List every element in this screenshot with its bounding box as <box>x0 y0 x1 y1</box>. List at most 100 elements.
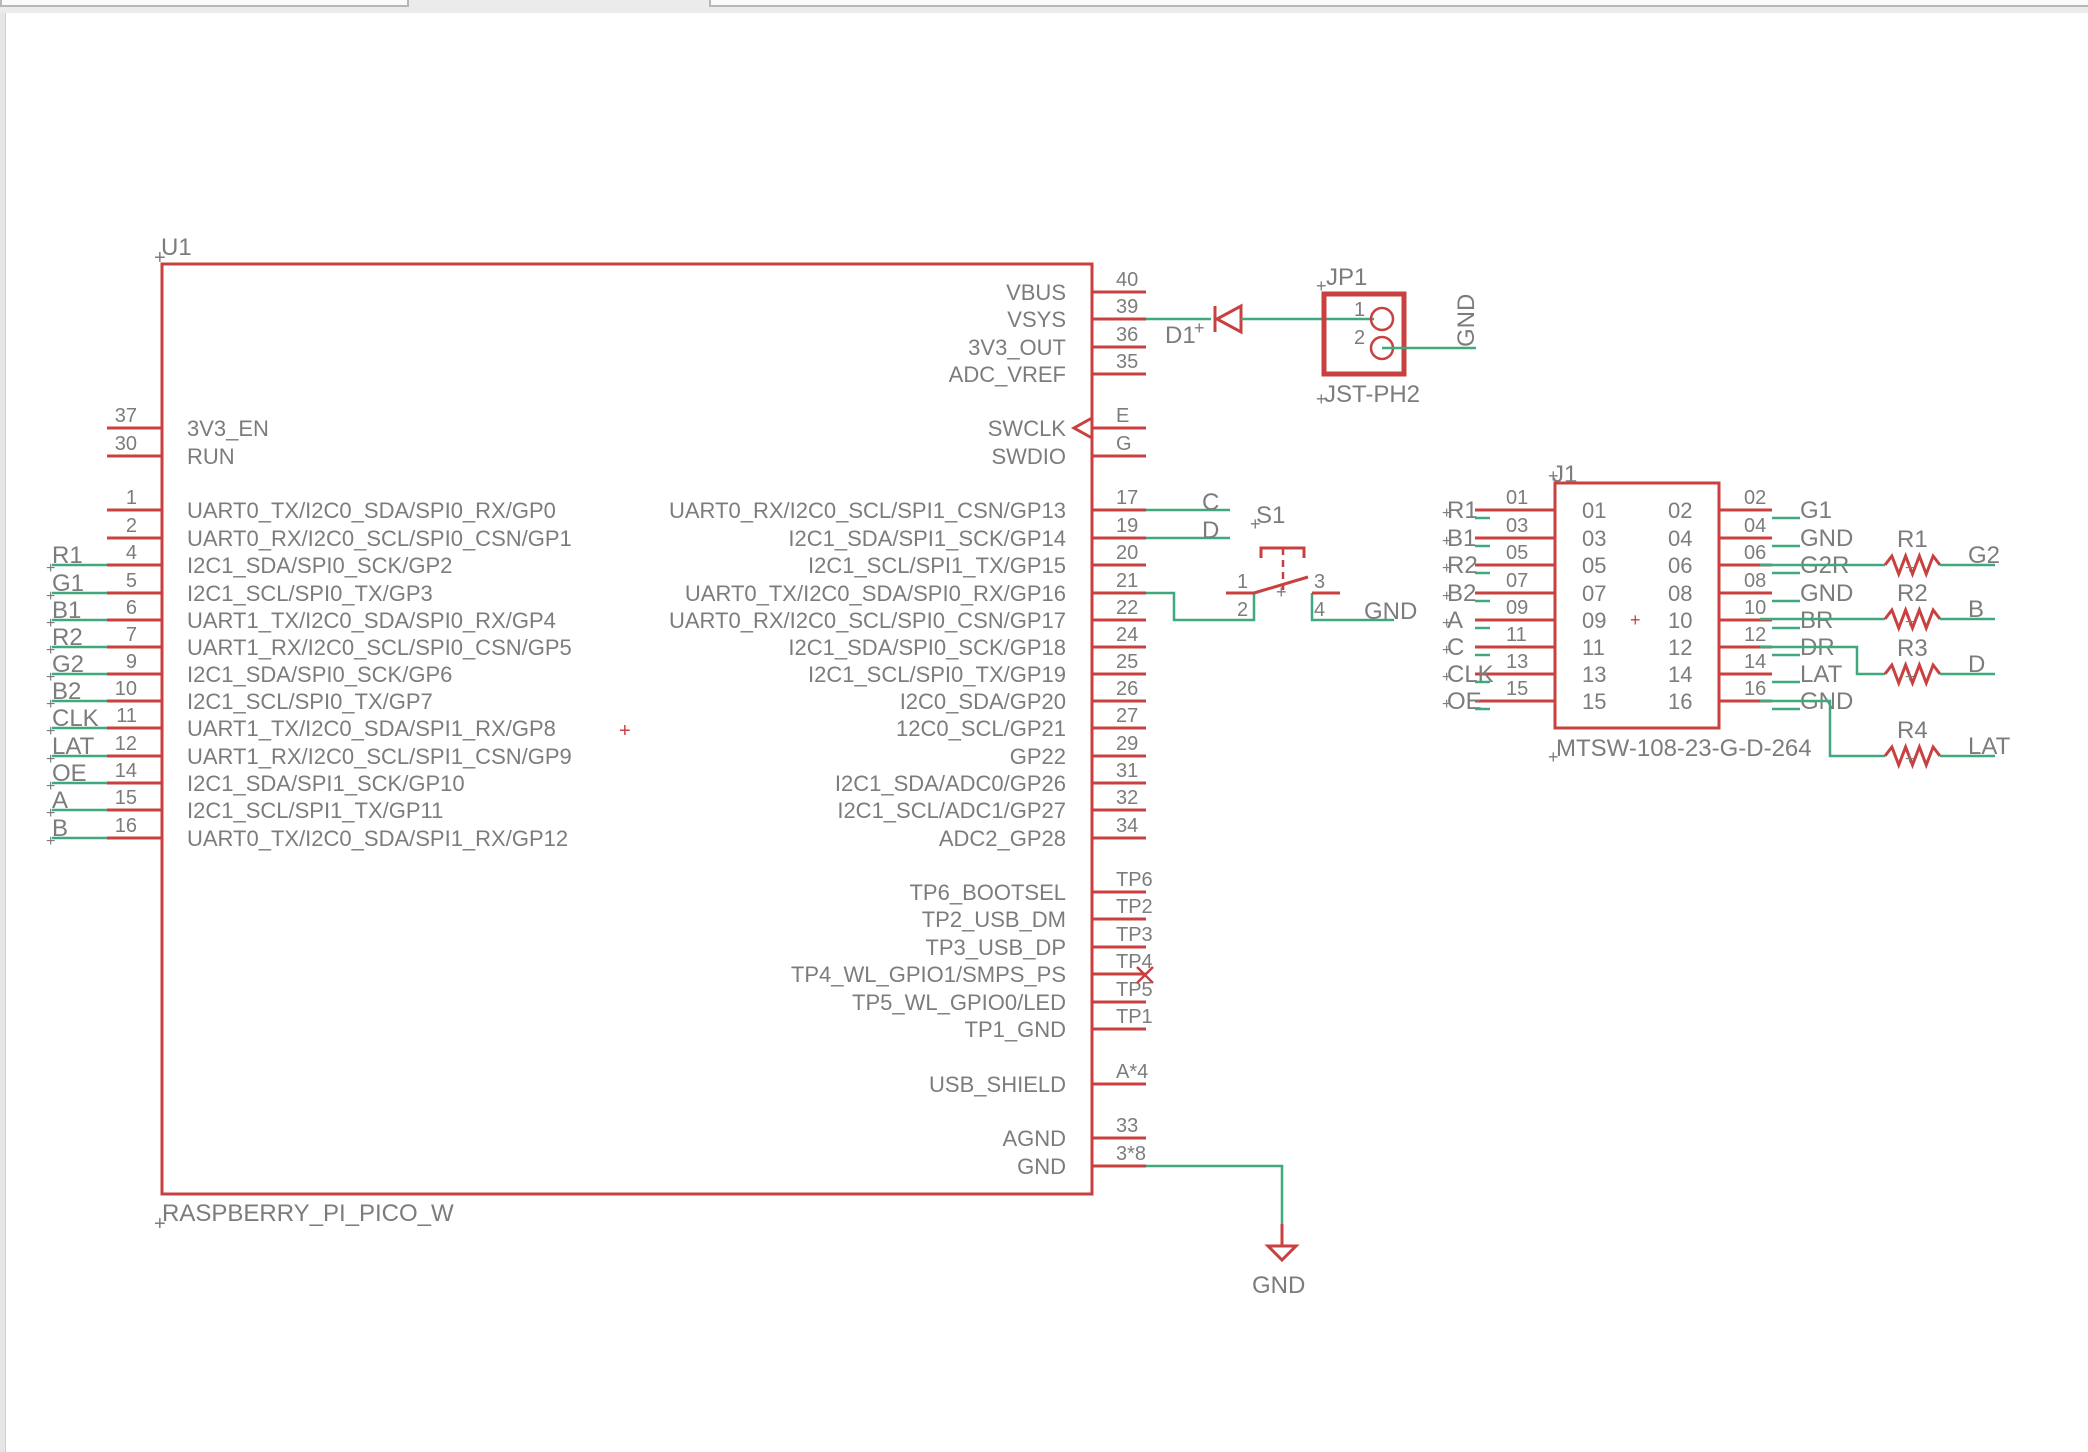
u1-pin-number-g: G <box>1116 433 1132 455</box>
u1-pin-number-7: 7 <box>126 624 137 646</box>
gp14-net-label: D <box>1202 517 1219 544</box>
net-origin-mark: + <box>46 751 55 768</box>
u1-pin-number-tp1: TP1 <box>1116 1006 1153 1028</box>
u1-pin-number-14: 14 <box>115 760 137 782</box>
u1-pin-label-gp13: UART0_RX/I2C0_SCL/SPI1_CSN/GP13 <box>669 498 1066 523</box>
u1-pin-number-30: 30 <box>115 433 137 455</box>
gnd-triangle <box>1264 1244 1300 1263</box>
jp1-pin1-num: 1 <box>1354 299 1365 321</box>
d1-diode-symbol[interactable]: D1 + <box>1146 303 1374 349</box>
u1-pin-number-tp2: TP2 <box>1116 896 1153 918</box>
u1-pin-label-gp9: UART1_RX/I2C0_SCL/SPI1_CSN/GP9 <box>187 744 572 769</box>
j1-inner-left-number: 11 <box>1582 635 1605 660</box>
resistor-center-mark: + <box>1905 614 1914 631</box>
u1-pin-label-smps-ps: TP4_WL_GPIO1/SMPS_PS <box>791 962 1066 987</box>
gnd-label: GND <box>1252 1272 1305 1299</box>
u1-pin-label-swdio: SWDIO <box>991 444 1066 469</box>
u1-pin-label-vbus: VBUS <box>1006 280 1066 305</box>
j1-inner-right-number: 10 <box>1668 608 1692 633</box>
u1-pin-number-32: 32 <box>1116 787 1138 809</box>
j1-left-pin-number: 07 <box>1506 570 1528 592</box>
u1-pin-number-5: 5 <box>126 570 137 592</box>
u1-pin-label-tp6-bootsel: TP6_BOOTSEL <box>909 880 1066 905</box>
u1-pin-number-3-8: 3*8 <box>1116 1143 1146 1165</box>
s1-actuator <box>1259 546 1306 558</box>
gnd-power-symbol[interactable]: GND <box>1146 1164 1305 1299</box>
j1-inner-right-number: 04 <box>1668 526 1692 551</box>
j1-right-pin-number: 02 <box>1744 487 1766 509</box>
u1-pin-label-3v3-out: 3V3_OUT <box>968 335 1066 360</box>
j1-right-pin-number: 12 <box>1744 624 1766 646</box>
j1-center-mark: + <box>1630 610 1641 630</box>
jp1-gnd-net-label: GND <box>1453 294 1480 347</box>
resistor-body-r4 <box>1883 742 1942 770</box>
j1-net-origin-mark: + <box>1442 696 1451 713</box>
u1-name: U1 <box>161 234 192 261</box>
j1-left-pin-number: 13 <box>1506 651 1528 673</box>
j1-right-net-lat: LAT <box>1800 661 1843 688</box>
j1-left-pin-number: 05 <box>1506 542 1528 564</box>
j1-inner-left-number: 05 <box>1582 553 1606 578</box>
u1-pin-number-29: 29 <box>1116 733 1138 755</box>
resistor-net-d: D <box>1968 651 1985 678</box>
j1-inner-left-number: 07 <box>1582 581 1606 606</box>
net-origin-mark: + <box>46 588 55 605</box>
u1-center-mark: + <box>619 720 631 742</box>
j1-value-origin-mark: + <box>1548 747 1559 767</box>
u1-right-pin-group: 40VBUS39VSYS363V3_OUT35ADC_VREFESWCLKGSW… <box>669 269 1153 1179</box>
u1-pin-number-15: 15 <box>115 787 137 809</box>
resistor-net-g2: G2 <box>1968 542 2000 569</box>
j1-inner-right-number: 08 <box>1668 581 1692 606</box>
jp1-pin1-circle <box>1369 306 1395 332</box>
u1-pin-label-gp4: UART1_TX/I2C0_SDA/SPI0_RX/GP4 <box>187 608 556 633</box>
jp1-origin-mark-top: + <box>1316 276 1327 296</box>
j1-right-pin-number: 14 <box>1744 651 1766 673</box>
j1-net-origin-mark: + <box>1442 669 1451 686</box>
u1-pin-label-gp15: I2C1_SCL/SPI1_TX/GP15 <box>808 553 1066 578</box>
u1-pin-number-2: 2 <box>126 515 137 537</box>
gp13-gp14-net-wires: C D <box>1146 489 1230 544</box>
j1-right-pin-number: 10 <box>1744 597 1766 619</box>
u1-pin-number-tp6: TP6 <box>1116 869 1153 891</box>
s1-contact <box>1253 575 1309 595</box>
u1-pin-label-gp27: I2C1_SCL/ADC1/GP27 <box>837 798 1066 823</box>
j1-right-net-g1: G1 <box>1800 497 1832 524</box>
j1-body <box>1553 481 1721 730</box>
resistor-name-r3: R3 <box>1897 635 1928 662</box>
u1-pin-number-24: 24 <box>1116 624 1138 646</box>
j1-inner-left-number: 03 <box>1582 526 1606 551</box>
tp4-no-connect-marker <box>1136 966 1154 984</box>
resistor-net-lat: LAT <box>1968 733 2011 760</box>
toolbar-panel-left[interactable] <box>0 0 409 7</box>
u1-pin-label-gp26: I2C1_SDA/ADC0/GP26 <box>835 771 1066 796</box>
u1-pin-number-26: 26 <box>1116 678 1138 700</box>
s1-center-mark: + <box>1276 582 1287 602</box>
toolbar-panel-right[interactable] <box>709 0 2088 7</box>
j1-left-net-oe: OE <box>1447 688 1482 715</box>
u1-pin-number-35: 35 <box>1116 351 1138 373</box>
gnd-wire <box>1146 1164 1284 1224</box>
u1-value: RASPBERRY_PI_PICO_W <box>162 1200 454 1227</box>
oe-gnd-wire <box>1760 699 1885 758</box>
j1-left-pin-number: 15 <box>1506 678 1528 700</box>
j1-left-net-clk: CLK <box>1447 661 1494 688</box>
s1-name: S1 <box>1256 502 1285 529</box>
j1-inner-left-number: 13 <box>1582 662 1606 687</box>
j1-net-origin-mark: + <box>1442 642 1451 659</box>
net-label-r1: R1 <box>52 542 83 569</box>
u1-pin-number-tp5: TP5 <box>1116 979 1153 1001</box>
u1-pin-label-run: RUN <box>187 444 235 469</box>
u1-pin-number-33: 33 <box>1116 1115 1138 1137</box>
u1-pin-label-gp16: UART0_TX/I2C0_SDA/SPI0_RX/GP16 <box>685 581 1066 606</box>
jp1-connector-symbol[interactable]: 1 2 GND JP1 JST-PH2 + + <box>1316 264 1480 409</box>
jp1-origin-mark: + <box>1316 389 1327 409</box>
net-origin-mark: + <box>46 560 55 577</box>
j1-right-net-gnd: GND <box>1800 580 1853 607</box>
s1-switch-symbol[interactable]: 1 2 3 4 S1 + + GND <box>1146 502 1417 625</box>
j1-right-net-gnd: GND <box>1800 525 1853 552</box>
resistor-name-r2: R2 <box>1897 580 1928 607</box>
